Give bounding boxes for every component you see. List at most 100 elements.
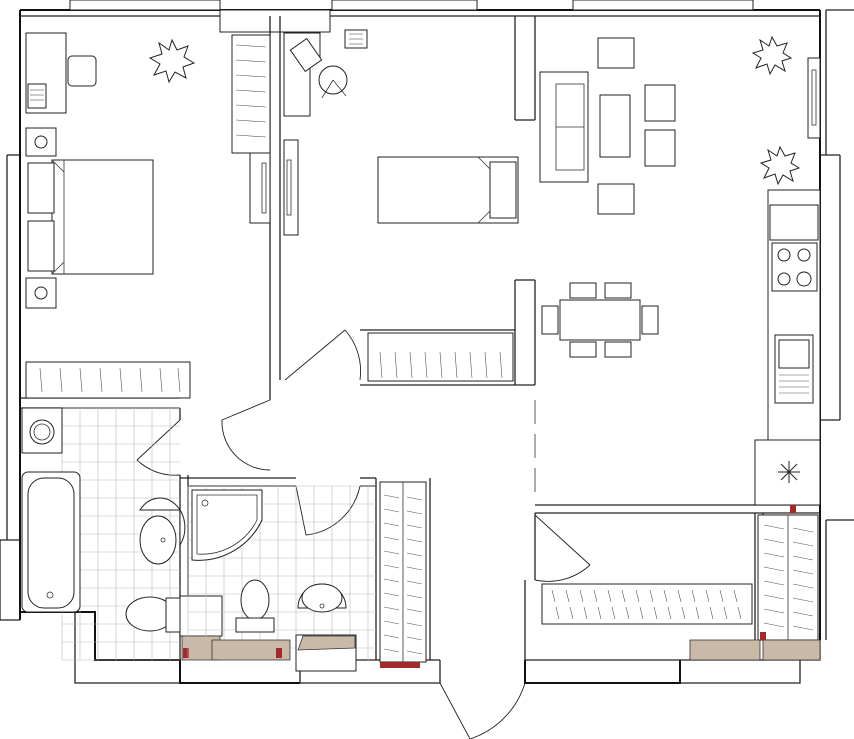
doors — [136, 329, 591, 739]
dining-chair-6 — [641, 305, 659, 335]
hatch-stroke — [792, 569, 814, 575]
hatch-stroke — [792, 555, 814, 561]
fan-icon — [754, 439, 821, 506]
hatch-stroke — [621, 589, 626, 603]
dining-chair-1 — [569, 282, 597, 299]
hatch-stroke — [653, 606, 658, 620]
hatch-stroke — [763, 580, 785, 586]
hatch-stroke — [763, 538, 785, 544]
hatch-stroke — [579, 589, 584, 603]
storage — [379, 481, 821, 668]
wc-toilet — [235, 579, 275, 633]
stove-icon — [771, 242, 818, 292]
hatch-stroke — [719, 589, 724, 603]
dining-chair-3 — [569, 341, 597, 358]
hatch-stroke — [383, 564, 400, 569]
hatch-stroke — [551, 589, 556, 603]
hatch-stroke — [691, 589, 696, 603]
armchair-right-2 — [644, 129, 676, 167]
hatch-stroke — [705, 589, 710, 603]
hatch-stroke — [555, 606, 560, 620]
hatch-stroke — [611, 606, 616, 620]
hatch-stroke — [406, 510, 423, 515]
hatch-stroke — [723, 606, 728, 620]
hatch-stroke — [763, 524, 785, 530]
hatch-stroke — [569, 606, 574, 620]
plant-icon — [148, 38, 196, 84]
sink-icon — [774, 334, 814, 404]
hatch-stroke — [677, 589, 682, 603]
double-bed — [51, 159, 154, 275]
hatch-stroke — [649, 589, 654, 603]
hatch-stroke — [737, 606, 742, 620]
hatch-stroke — [383, 522, 400, 527]
hatch-stroke — [383, 634, 400, 639]
hatch-stroke — [406, 594, 423, 599]
hatch-stroke — [763, 594, 785, 600]
wardrobe-top — [231, 34, 271, 154]
hatch-stroke — [667, 606, 672, 620]
hatch-stroke — [383, 606, 400, 611]
hatch-stroke — [639, 606, 644, 620]
hatch-stroke — [383, 578, 400, 583]
hatch-stroke — [763, 622, 785, 628]
plant-icon — [751, 35, 793, 76]
hatch-stroke — [383, 648, 400, 653]
bathroom-toilet — [125, 596, 181, 633]
hatch-stroke — [597, 606, 602, 620]
hatch-stroke — [763, 552, 785, 558]
master-bedroom — [25, 32, 271, 399]
bathroom — [21, 407, 223, 661]
plant-icon — [759, 145, 801, 186]
dining-table — [559, 299, 641, 341]
hatch-stroke — [607, 589, 612, 603]
dining-chair-5 — [541, 305, 559, 335]
keyboard — [289, 37, 323, 73]
hatch-stroke — [695, 606, 700, 620]
hatch-stroke — [406, 552, 423, 557]
laptop-icon — [27, 83, 47, 109]
hatch-stroke — [406, 650, 423, 655]
armchair-bottom — [597, 183, 635, 215]
hatch-stroke — [681, 606, 686, 620]
hatch-stroke — [406, 580, 423, 585]
hatch-stroke — [406, 524, 423, 529]
hatch-stroke — [406, 496, 423, 501]
hatch-stroke — [733, 589, 738, 603]
window-top-middle — [331, 0, 478, 11]
hatch-stroke — [792, 541, 814, 547]
hatch-stroke — [792, 583, 814, 589]
hatch-stroke — [763, 566, 785, 572]
hatch-stroke — [663, 589, 668, 603]
second-bedroom — [283, 29, 519, 382]
hatch-stroke — [406, 566, 423, 571]
hatch-stroke — [635, 589, 640, 603]
hatch-stroke — [565, 589, 570, 603]
dining-chair-4 — [604, 341, 632, 358]
wardrobe-bottom — [25, 361, 191, 399]
hatch-stroke — [583, 606, 588, 620]
armchair-right-1 — [644, 84, 676, 122]
storage-closet — [541, 583, 753, 625]
hatch-stroke — [383, 620, 400, 625]
shower-tray — [191, 489, 263, 561]
hatch-stroke — [406, 608, 423, 613]
hatch-stroke — [792, 611, 814, 617]
dining-chair-2 — [604, 282, 632, 299]
hatch-stroke — [406, 538, 423, 543]
pillow-1 — [27, 162, 55, 214]
hatch-stroke — [593, 589, 598, 603]
pillow-2 — [27, 220, 55, 272]
hatch-stroke — [625, 606, 630, 620]
hatch-stroke — [792, 527, 814, 533]
fridge — [769, 204, 819, 241]
coffee-table — [599, 94, 631, 158]
window-top-left — [69, 0, 221, 11]
living-kitchen — [539, 35, 821, 506]
mirror-panel — [249, 152, 271, 224]
wc-sink — [297, 583, 347, 613]
hatch-stroke — [383, 550, 400, 555]
hatch-stroke — [383, 536, 400, 541]
bath-duct — [179, 595, 223, 637]
